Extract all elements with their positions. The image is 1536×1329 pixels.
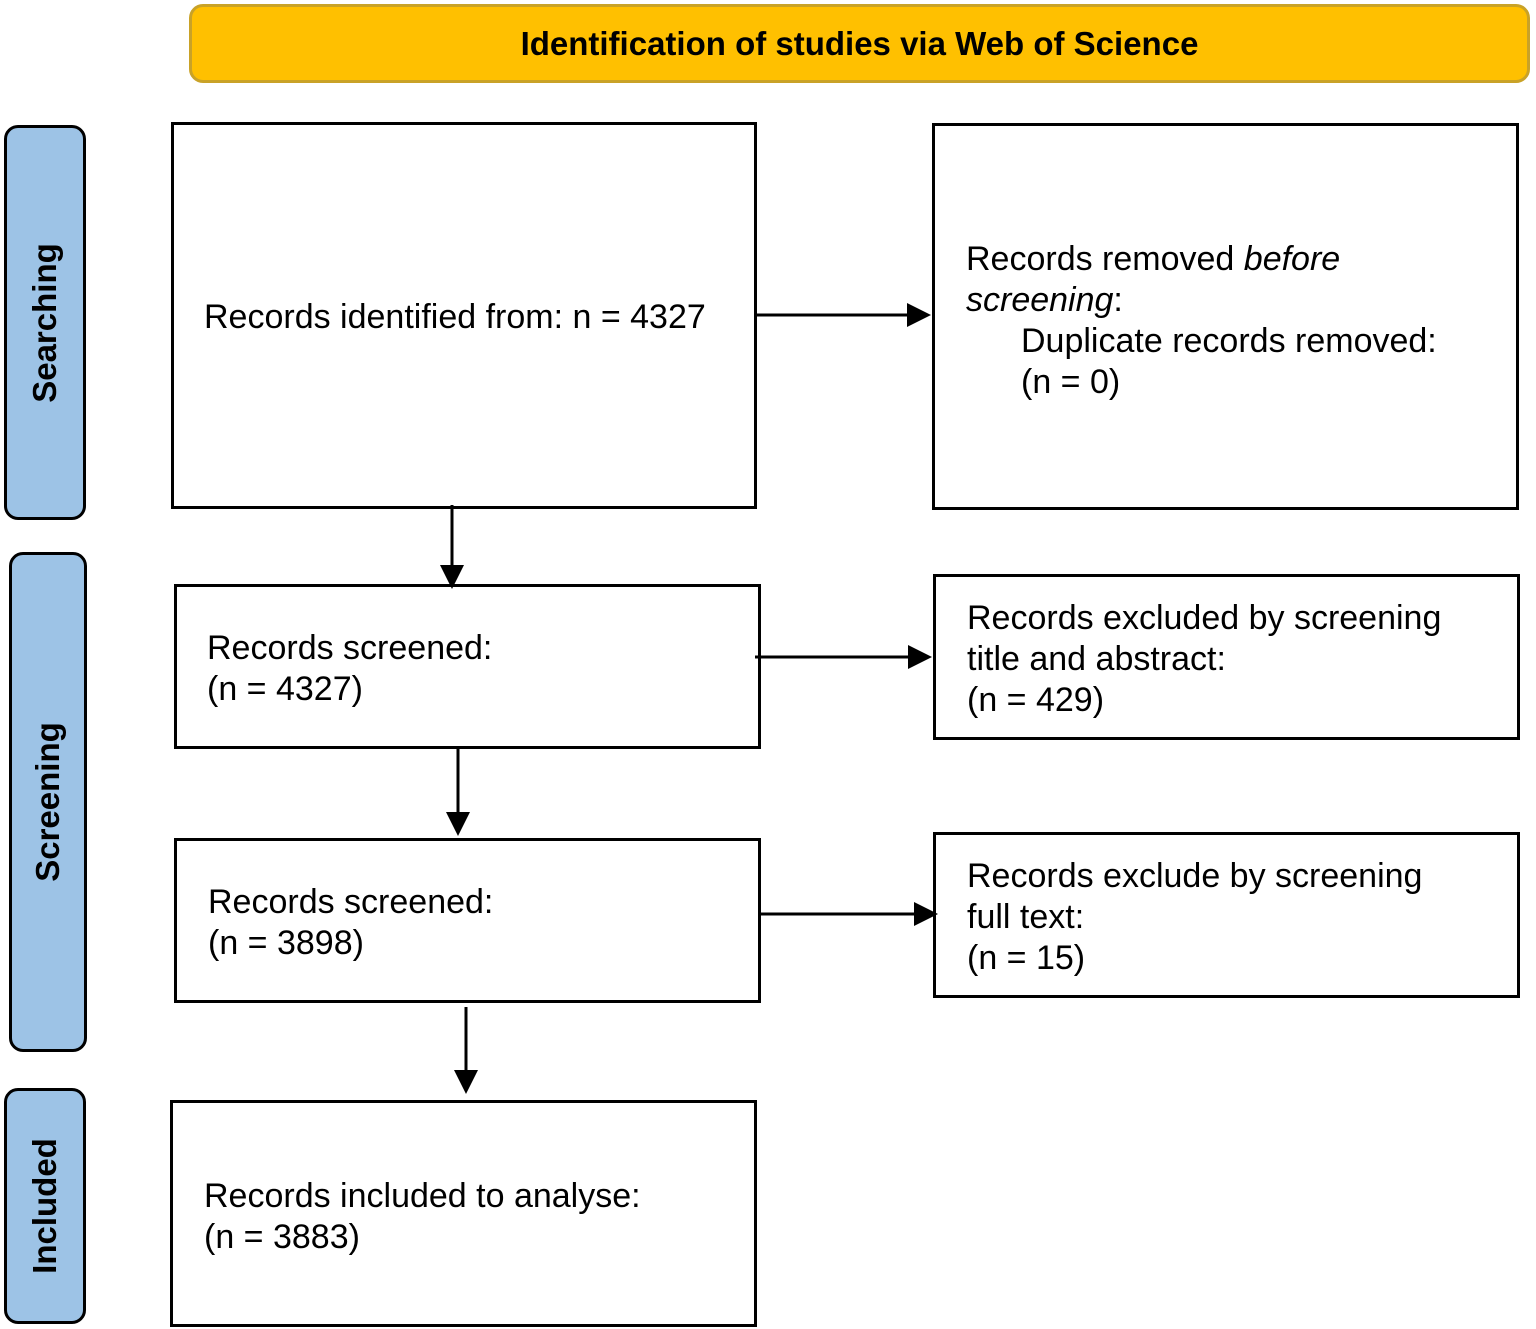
- phase-included: Included: [4, 1088, 86, 1324]
- records-screened-2-count: (n = 3898): [208, 924, 364, 962]
- records-screened-2-label: Records screened:: [208, 883, 494, 921]
- colon: :: [1113, 281, 1123, 319]
- header-title: Identification of studies via Web of Sci…: [520, 24, 1199, 62]
- excluded-title-count: (n = 429): [967, 681, 1105, 719]
- records-included-label: Records included to analyse:: [204, 1177, 641, 1215]
- excluded-title-line2: title and abstract:: [967, 640, 1226, 678]
- box-records-excluded-title-abstract: Records excluded by screening title and …: [933, 574, 1520, 740]
- box-records-included: Records included to analyse: (n = 3883): [170, 1100, 757, 1327]
- box-records-excluded-full-text: Records exclude by screening full text: …: [933, 832, 1520, 998]
- phase-screening: Screening: [9, 552, 87, 1052]
- excluded-fulltext-line2: full text:: [967, 898, 1085, 936]
- box-records-screened-2: Records screened: (n = 3898): [174, 838, 761, 1003]
- phase-searching: Searching: [4, 125, 86, 520]
- excluded-title-line1: Records excluded by screening: [967, 599, 1442, 637]
- excluded-fulltext-line1: Records exclude by screening: [967, 857, 1423, 895]
- duplicate-records-label: Duplicate records removed:: [1021, 322, 1437, 360]
- excluded-fulltext-count: (n = 15): [967, 939, 1086, 977]
- header-banner: Identification of studies via Web of Sci…: [189, 4, 1530, 83]
- box-records-identified: Records identified from: n = 4327: [171, 122, 757, 509]
- records-removed-heading: Records removed: [966, 240, 1244, 278]
- duplicate-records-count: (n = 0): [1021, 363, 1121, 401]
- before-emphasis: before: [1243, 240, 1341, 278]
- records-screened-1-count: (n = 4327): [207, 670, 363, 708]
- screening-emphasis: screening: [966, 281, 1114, 319]
- records-screened-1-label: Records screened:: [207, 629, 493, 667]
- records-included-count: (n = 3883): [204, 1218, 360, 1256]
- box-records-removed: Records removed before screening: Duplic…: [932, 123, 1519, 510]
- box-records-screened-1: Records screened: (n = 4327): [174, 584, 761, 749]
- records-identified-text: Records identified from: n = 4327: [204, 298, 706, 336]
